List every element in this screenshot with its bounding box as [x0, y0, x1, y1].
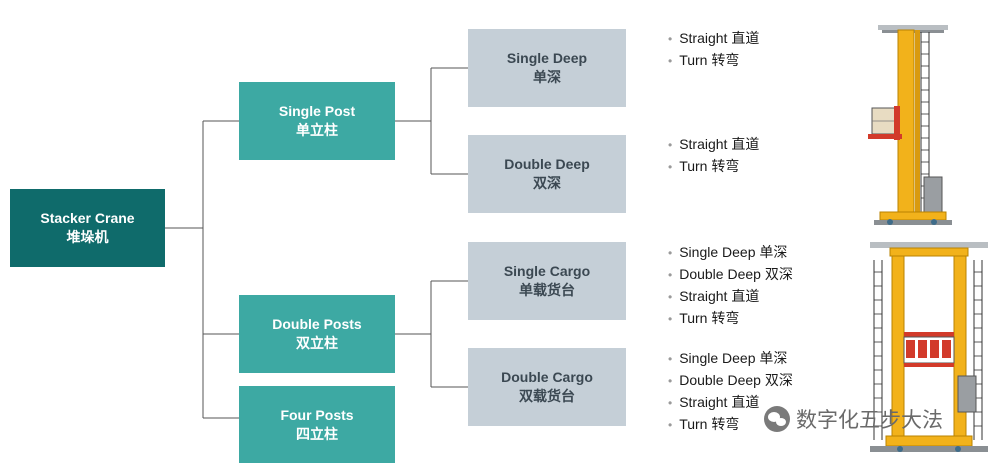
- node-label-zh: 单深: [533, 69, 561, 85]
- node-label-zh: 双载货台: [519, 388, 575, 404]
- node-label-zh: 双立柱: [296, 335, 338, 351]
- single-post-stacker-crane-illustration: [868, 25, 952, 225]
- option-item: Straight 直道: [668, 285, 793, 307]
- node-four-posts: Four Posts 四立柱: [239, 386, 395, 463]
- node-label-zh: 双深: [533, 175, 561, 191]
- option-item: Single Deep 单深: [668, 347, 793, 369]
- node-label-en: Double Deep: [504, 156, 590, 172]
- connector-single-post-to-types: [395, 67, 468, 175]
- node-label-en: Single Post: [278, 103, 356, 119]
- node-label-zh: 堆垛机: [66, 229, 109, 245]
- connector-root-to-posts: [165, 120, 239, 419]
- node-double-posts: Double Posts 双立柱: [239, 295, 395, 373]
- node-single-post: Single Post 单立柱: [239, 82, 395, 160]
- option-item: Turn 转弯: [668, 49, 759, 71]
- options-single-cargo: Single Deep 单深 Double Deep 双深 Straight 直…: [668, 241, 793, 329]
- node-label-zh: 单载货台: [519, 282, 575, 298]
- option-item: Double Deep 双深: [668, 369, 793, 391]
- option-item: Turn 转弯: [668, 413, 793, 435]
- node-label-en: Double Posts: [272, 316, 362, 332]
- connector-double-posts-to-types: [395, 280, 468, 388]
- option-item: Turn 转弯: [668, 155, 759, 177]
- option-item: Straight 直道: [668, 391, 793, 413]
- watermark: 数字化五步大法: [764, 404, 943, 434]
- node-label-en: Single Deep: [506, 50, 588, 66]
- node-label-en: Double Cargo: [501, 369, 593, 385]
- options-single-deep: Straight 直道 Turn 转弯: [668, 27, 759, 71]
- double-post-stacker-crane-illustration: [870, 242, 988, 452]
- node-double-deep: Double Deep 双深: [468, 135, 626, 213]
- node-label-zh: 四立柱: [296, 425, 338, 442]
- node-label-zh: 单立柱: [296, 122, 338, 138]
- option-item: Turn 转弯: [668, 307, 793, 329]
- watermark-text: 数字化五步大法: [796, 408, 943, 432]
- option-item: Single Deep 单深: [668, 241, 793, 263]
- wechat-icon: [764, 406, 790, 432]
- option-item: Double Deep 双深: [668, 263, 793, 285]
- node-label-en: Single Cargo: [503, 263, 591, 279]
- node-single-cargo: Single Cargo 单载货台: [468, 242, 626, 320]
- node-label-en: Four Posts: [280, 406, 354, 423]
- node-label-en: Stacker Crane: [40, 210, 135, 226]
- node-double-cargo: Double Cargo 双载货台: [468, 348, 626, 426]
- node-stacker-crane: Stacker Crane 堆垛机: [10, 189, 165, 267]
- option-item: Straight 直道: [668, 27, 759, 49]
- node-single-deep: Single Deep 单深: [468, 29, 626, 107]
- options-double-cargo: Single Deep 单深 Double Deep 双深 Straight 直…: [668, 347, 793, 435]
- options-double-deep: Straight 直道 Turn 转弯: [668, 133, 759, 177]
- option-item: Straight 直道: [668, 133, 759, 155]
